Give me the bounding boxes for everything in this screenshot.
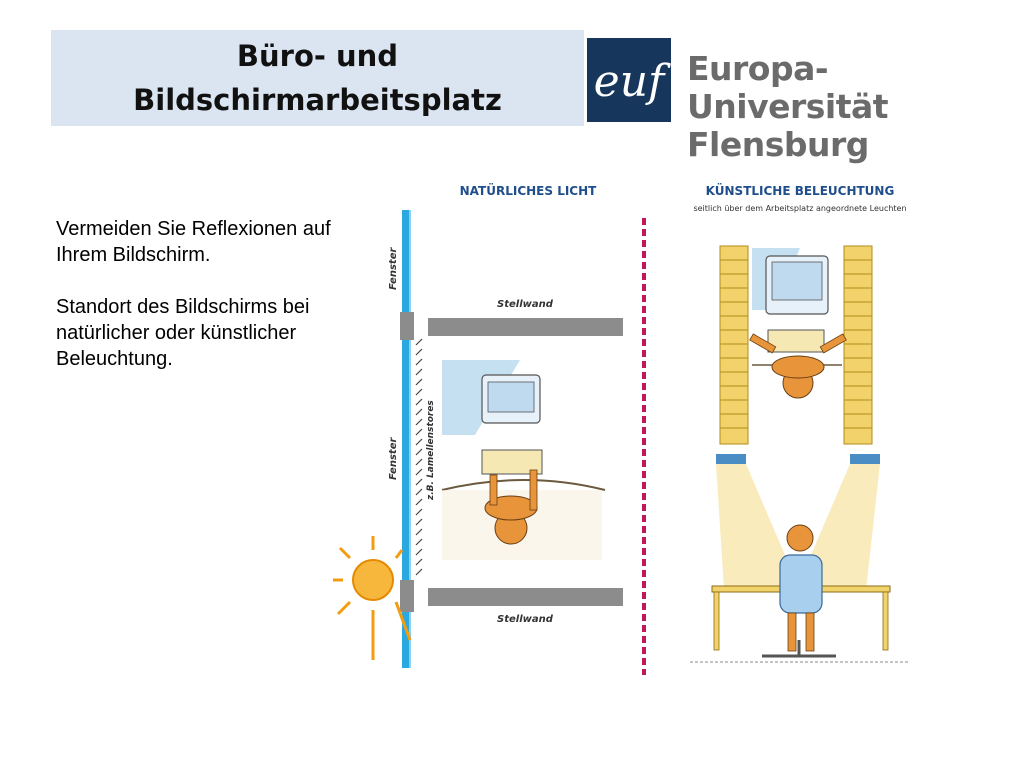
logo-mark-text: euf: [594, 56, 671, 107]
logo-line2: Flensburg: [687, 125, 869, 164]
body-text: Vermeiden Sie Reflexionen auf Ihrem Bild…: [56, 216, 376, 398]
university-logo: euf Europa-Universität Flensburg: [587, 38, 967, 164]
lighting-illustration: NATÜRLICHES LICHT Fenster Fenster z.B. L…: [333, 183, 910, 675]
chair-side: [779, 554, 823, 614]
blinds-hatch: [415, 338, 423, 576]
desk-edge-natural: [441, 479, 606, 491]
artificial-light-subtitle: seitlich über dem Arbeitsplatz angeordne…: [693, 204, 906, 213]
wall-post-bottom: [400, 580, 414, 612]
light-strip-left: [719, 245, 749, 445]
sun-icon: [333, 536, 412, 660]
artificial-light-panel: KÜNSTLICHE BELEUCHTUNG seitlich über dem…: [690, 183, 910, 663]
figure-head-side: [786, 524, 814, 552]
logo-line1: Europa-Universität: [687, 49, 889, 126]
partition-label-top: Stellwand: [497, 299, 554, 310]
blinds-label: z.B. Lamellenstores: [426, 400, 436, 501]
slide-title-line2: Bildschirmarbeitsplatz: [133, 83, 502, 117]
lamp-left: [716, 454, 746, 464]
body-paragraph-1: Vermeiden Sie Reflexionen auf Ihrem Bild…: [56, 218, 331, 266]
partition-top: [428, 318, 623, 336]
keyboard-artificial: [767, 329, 825, 353]
window-label-bottom: Fenster: [388, 437, 399, 480]
artificial-light-title: KÜNSTLICHE BELEUCHTUNG: [706, 183, 895, 198]
lamp-right: [850, 454, 880, 464]
wall-post-top: [400, 312, 414, 340]
light-beam-left: [716, 464, 800, 590]
partition-bottom: [428, 588, 623, 606]
window-label-top: Fenster: [388, 247, 399, 290]
logo-wordmark: Europa-Universität Flensburg: [687, 50, 967, 164]
euf-logo-mark: euf: [587, 38, 671, 122]
natural-light-title: NATÜRLICHES LICHT: [460, 183, 598, 198]
slide-title-line1: Büro- und: [236, 39, 399, 73]
partition-label-bottom: Stellwand: [497, 614, 554, 625]
light-strip-right: [843, 245, 873, 445]
window-strip: [402, 210, 410, 668]
body-paragraph-2: Standort des Bildschirms bei natürlicher…: [56, 296, 310, 370]
natural-light-panel: NATÜRLICHES LICHT Fenster Fenster z.B. L…: [333, 183, 623, 668]
slide-title: Büro- und Bildschirmarbeitsplatz: [51, 30, 584, 126]
